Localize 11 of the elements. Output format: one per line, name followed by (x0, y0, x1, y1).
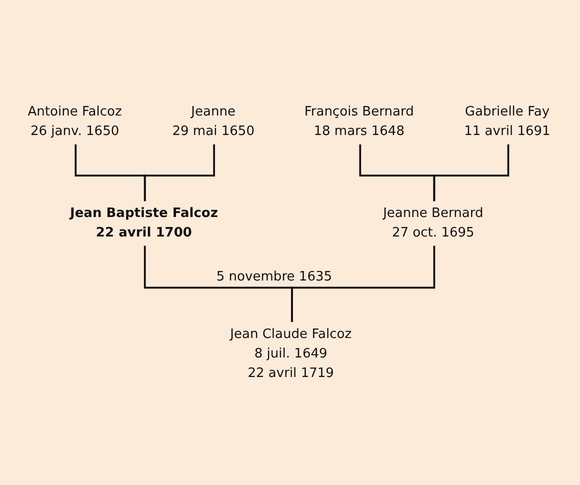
person-label: Jeanne Bernard 27 oct. 1695 (383, 205, 484, 240)
connector-line (144, 144, 215, 201)
person-label: Antoine Falcoz 26 janv. 1650 (28, 104, 122, 138)
person-label: Gabrielle Fay 11 avril 1691 (464, 104, 550, 138)
person-label: Jeanne 29 mai 1650 (172, 104, 254, 138)
person-label: François Bernard 18 mars 1648 (304, 104, 414, 138)
person-label: Jean Baptiste Falcoz 22 avril 1700 (70, 205, 218, 240)
connector-line (433, 144, 510, 201)
person-label: Jean Claude Falcoz 8 juil. 1649 22 avril 1719 (230, 326, 352, 380)
connector-line (291, 245, 436, 322)
edge-label: 5 novembre 1635 (216, 268, 332, 284)
